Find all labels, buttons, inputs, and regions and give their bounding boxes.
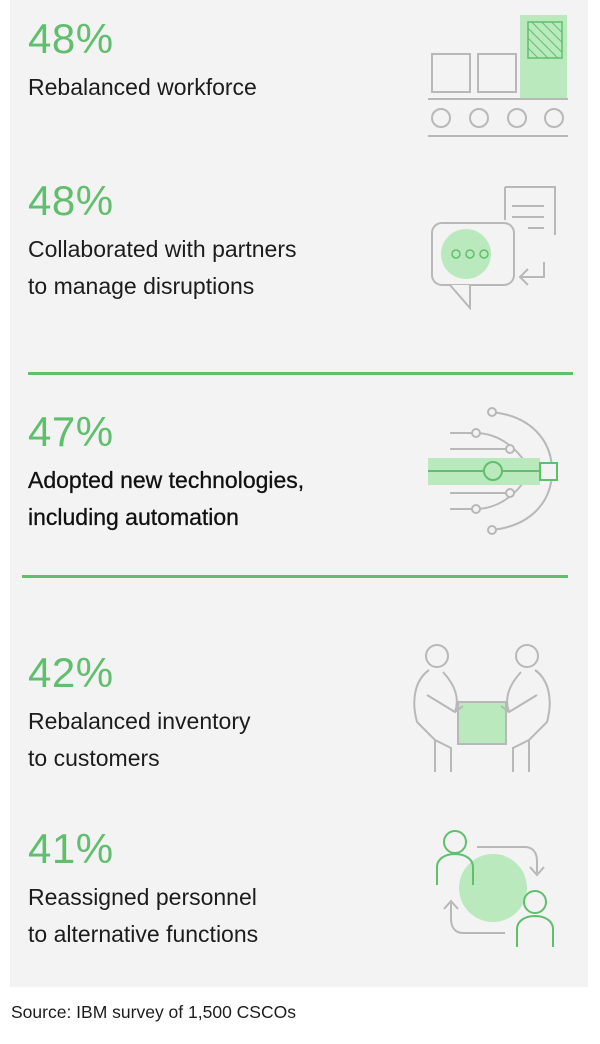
stat-item: 42% Rebalanced inventory to customers [28,652,250,777]
stat-item: 48% Collaborated with partners to manage… [28,180,296,305]
stat-item: 48% Rebalanced workforce [28,18,257,106]
stat-percent: 48% [28,177,114,224]
stat-item: 47% Adopted new technologies, including … [28,408,305,536]
chat-document-icon [431,186,556,310]
source-note: Source: IBM survey of 1,500 CSCOs [11,1002,296,1022]
section-divider [22,575,568,578]
stat-description-line: to manage disruptions [28,273,255,299]
stat-percent: 48% [28,15,114,62]
stat-description: Reassigned personnel to alternative func… [28,879,258,953]
stat-description-line: including automation [28,504,239,530]
stat-description-line: Reassigned personnel [28,884,257,910]
people-carrying-box-icon [413,644,551,772]
stat-description-line: Adopted new technologies, [28,467,305,493]
stat-percent: 42% [28,649,114,696]
circuit-automation-icon [428,407,558,535]
conveyor-belt-icon [428,15,568,137]
stat-percent: 47% [28,408,114,455]
stat-description-line: to alternative functions [28,921,259,947]
stat-description: Collaborated with partners to manage dis… [28,231,296,305]
personnel-exchange-icon [436,830,554,947]
stat-description: Rebalanced workforce [28,69,257,106]
stat-percent: 41% [28,825,114,872]
stat-description: Rebalanced inventory to customers [28,703,250,777]
stat-description-line: to customers [28,745,160,771]
stat-description: Adopted new technologies, including auto… [28,462,305,536]
stat-description-line: Collaborated with partners [28,236,297,262]
stat-description-line: Rebalanced workforce [28,74,257,100]
stat-description-line: Rebalanced inventory [28,708,251,734]
section-divider [28,372,573,375]
stat-item: 41% Reassigned personnel to alternative … [28,828,258,953]
